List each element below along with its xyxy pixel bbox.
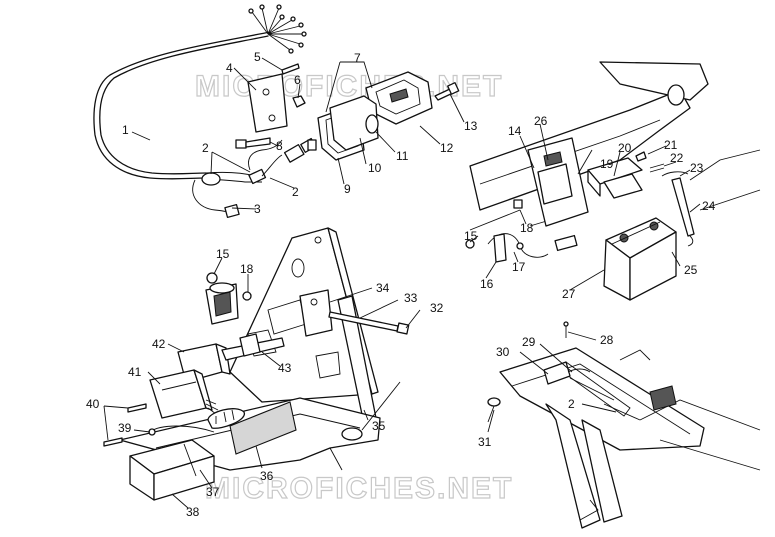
strap-hook: [649, 163, 665, 173]
module-screws: [103, 403, 147, 447]
callout-31: 31: [478, 435, 492, 449]
hitch-mount: [129, 439, 215, 501]
callout-41: 41: [128, 365, 142, 379]
callout-13: 13: [464, 119, 478, 133]
callout-5: 5: [254, 50, 261, 64]
callout-15: 15: [216, 247, 230, 261]
nut-small: [242, 291, 252, 301]
callout-42: 42: [152, 337, 166, 351]
callout-1: 1: [122, 123, 129, 137]
callout-37: 37: [206, 485, 220, 499]
relay-bracket: [299, 289, 333, 337]
tail-light-assembly: [307, 71, 433, 161]
module-bracket: [221, 333, 285, 361]
bolt: [235, 137, 271, 149]
callout-labels: 1 2 2 3 4 5 6 7 8 9 10 11 12 13 14 15 15…: [86, 50, 716, 519]
callout-4: 4: [226, 61, 233, 75]
callout-40: 40: [86, 397, 100, 411]
callout-24: 24: [702, 199, 716, 213]
callout-28: 28: [600, 333, 614, 347]
callout-14: 14: [508, 124, 522, 138]
callout-16: 16: [480, 277, 494, 291]
small-pin: [563, 321, 569, 338]
callout-29: 29: [522, 335, 536, 349]
callout-20: 20: [618, 141, 632, 155]
rubber-mount: [487, 397, 501, 423]
callout-17: 17: [512, 260, 526, 274]
callout-8: 8: [276, 139, 283, 153]
battery-cover: [603, 173, 643, 199]
callout-7: 7: [354, 51, 361, 65]
callout-18: 18: [240, 262, 254, 276]
bolt-nut: [396, 322, 410, 335]
callout-9: 9: [344, 182, 351, 196]
battery-strap: [671, 177, 695, 247]
callout-33: 33: [404, 291, 418, 305]
callout-12: 12: [440, 141, 454, 155]
callout-22: 22: [670, 151, 684, 165]
callout-2c: 2: [568, 397, 575, 411]
callout-36: 36: [260, 469, 274, 483]
small-screw: [635, 151, 647, 162]
callout-6: 6: [294, 73, 301, 87]
rear-frame-lower: [499, 347, 761, 529]
callout-25: 25: [684, 263, 698, 277]
frame-clamp: [543, 361, 571, 385]
grip-handle: [207, 401, 297, 455]
battery-bracket: [527, 137, 589, 227]
ignition-module: [149, 369, 219, 419]
leader-lines: [103, 57, 701, 509]
callout-34: 34: [376, 281, 390, 295]
callout-35: 35: [372, 419, 386, 433]
callout-11: 11: [396, 149, 409, 163]
callout-10: 10: [368, 161, 382, 175]
callout-38: 38: [186, 505, 200, 519]
callout-15b: 15: [464, 229, 478, 243]
callout-26: 26: [534, 114, 548, 128]
callout-32: 32: [430, 301, 444, 315]
cable-clip: [661, 171, 689, 177]
callout-2: 2: [202, 141, 209, 155]
callout-19: 19: [600, 157, 614, 171]
battery: [603, 217, 677, 301]
callout-18b: 18: [520, 221, 534, 235]
battery-cable: [465, 199, 578, 263]
callout-39: 39: [118, 421, 132, 435]
watermark-bottom: MICROFICHES.NET: [205, 472, 513, 505]
callout-21: 21: [664, 138, 678, 152]
callout-23: 23: [690, 161, 704, 175]
callout-2b: 2: [292, 185, 299, 199]
callout-43: 43: [278, 361, 292, 375]
callout-30: 30: [496, 345, 510, 359]
callout-3: 3: [254, 202, 261, 216]
cable-tie: [567, 368, 591, 373]
tail-light-screw: [434, 82, 460, 101]
callout-27: 27: [562, 287, 576, 301]
screw: [281, 63, 300, 75]
rear-frame-upper: [469, 61, 761, 231]
voltage-regulator: [205, 282, 239, 325]
mounting-bracket: [247, 73, 288, 133]
wire-lead: [148, 425, 215, 436]
washer: [206, 272, 218, 284]
